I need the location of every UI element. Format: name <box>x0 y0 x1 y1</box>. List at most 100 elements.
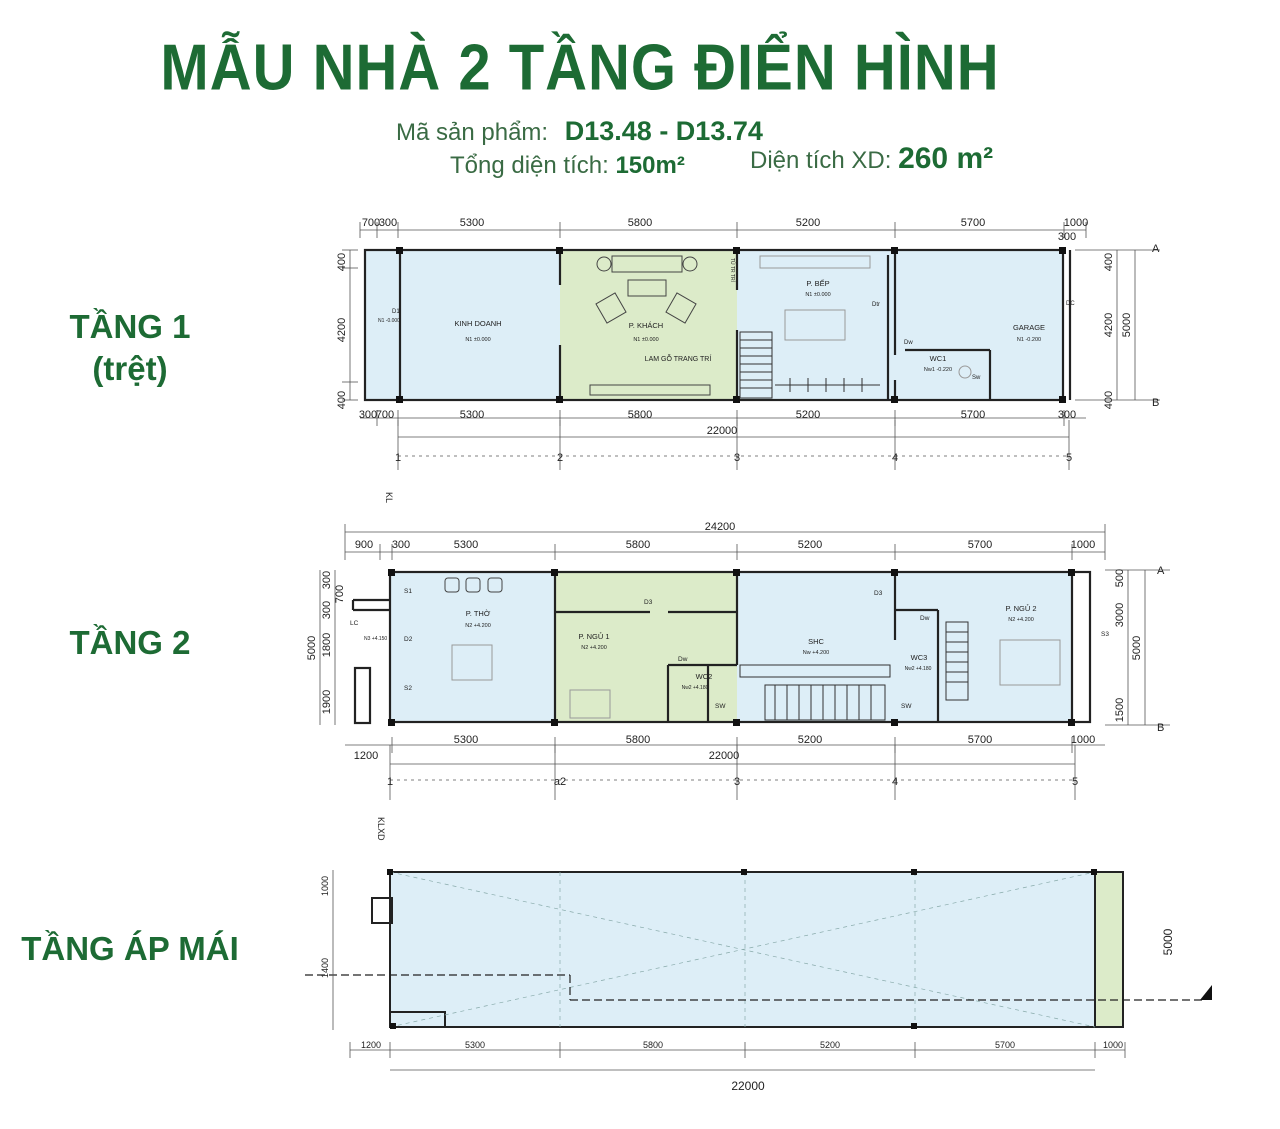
floor2-plan: 24200 900 300 5300 5800 5200 5700 1000 5… <box>306 521 1170 841</box>
f1-room-garage-tag: N1 -0.200 <box>1017 337 1041 343</box>
floor2-room-p-ngu-1 <box>555 572 737 722</box>
roof-bot-dim-4: 5700 <box>995 1040 1015 1050</box>
f2-s1: S1 <box>404 588 412 595</box>
f2-left-dim-1: 700 <box>334 585 346 603</box>
f2-d2: D2 <box>404 636 413 643</box>
f2-row-axis-a: A <box>1157 565 1165 577</box>
f2-top-total: 24200 <box>705 521 736 533</box>
f2-bot-dim-2: 5200 <box>798 734 822 746</box>
floor1-kitchen-furniture <box>759 255 972 379</box>
build-area: 260 m² <box>898 142 994 175</box>
f1-lam-go: LAM GỖ TRANG TRÍ <box>645 354 712 363</box>
f1-right-dim-2: 400 <box>1103 391 1115 409</box>
floor1-label-line1: TẦNG 1 <box>69 308 191 345</box>
roof-bot-dim-5: 1000 <box>1103 1040 1123 1050</box>
floor1-room-kinh-doanh <box>400 250 560 400</box>
f2-room-wc2-tag: Nw2 +4.180 <box>682 685 709 691</box>
f1-n1: N1 -0.000 <box>378 318 400 324</box>
f2-axis-a2: a2 <box>554 776 566 788</box>
f2-lc: LC <box>350 620 359 627</box>
f1-bot-dim-2: 5300 <box>460 409 484 421</box>
total-area-label: Tổng diện tích: <box>450 152 609 179</box>
f2-left-dim-2: 300 <box>321 601 333 619</box>
f1-top-extra: 300 <box>1058 231 1076 243</box>
floor1-stairs <box>739 331 880 399</box>
f2-row-axis-b: B <box>1157 722 1164 734</box>
f2-top-dim-6: 1000 <box>1071 539 1095 551</box>
f1-dc: DC <box>1066 301 1075 307</box>
f2-right-dim-1: 3000 <box>1114 603 1126 627</box>
f1-room-p-khach-name: P. KHÁCH <box>629 321 663 330</box>
f2-dw-1: Dw <box>678 656 688 663</box>
f1-kl: KL <box>384 492 394 503</box>
f2-room-p-ngu1-tag: N2 +4.200 <box>581 645 607 651</box>
f2-right-dim-0: 500 <box>1114 569 1126 587</box>
floor1-label-line2: (trệt) <box>92 350 168 387</box>
floor1-walls <box>363 248 1072 402</box>
floor2-columns <box>388 569 1075 726</box>
f1-dtr: Dtr <box>872 302 880 308</box>
f2-room-p-ngu2-tag: N2 +4.200 <box>1008 617 1034 623</box>
floor1-living-furniture <box>589 255 711 396</box>
floor1-room-p-khach <box>560 250 737 400</box>
f2-left-total: 5000 <box>306 636 318 660</box>
f2-bot-left: 1200 <box>354 750 378 762</box>
roof-green-strip <box>1095 872 1123 1027</box>
total-area-row: Tổng diện tích: 150m² <box>450 152 685 180</box>
f2-s3: S3 <box>1101 631 1109 638</box>
f1-bot-dim-5: 5700 <box>961 409 985 421</box>
total-area: 150m² <box>615 152 685 179</box>
f1-axis-1: 1 <box>395 452 401 464</box>
floor1-room-labels: KINH DOANH N1 ±0.000 P. KHÁCH N1 ±0.000 … <box>378 258 1075 381</box>
roof-dimension-lines <box>332 870 1126 1071</box>
f2-left-dim-3: 1800 <box>321 633 333 657</box>
f1-left-dim-1: 4200 <box>336 318 348 342</box>
floor1-label: TẦNG 1 (trệt) <box>0 306 260 390</box>
floor2-dimension-text: 24200 900 300 5300 5800 5200 5700 1000 5… <box>306 521 1143 762</box>
floor1-dimension-text: 700 300 5300 5800 5200 5700 1000 300 300… <box>336 217 1133 437</box>
f1-axis-4: 4 <box>892 452 898 464</box>
f2-left-dim-0: 300 <box>321 571 333 589</box>
roof-left-dim-0: 1000 <box>320 876 330 896</box>
f1-top-dim-0: 700 <box>362 217 380 229</box>
f2-room-wc3-tag: Nw2 +4.180 <box>905 666 932 672</box>
product-code-label: Mã sản phẩm: <box>396 119 549 146</box>
f2-axis-1: 1 <box>387 776 393 788</box>
f1-dw: Dw <box>904 340 913 346</box>
f2-top-dim-2: 5300 <box>454 539 478 551</box>
floor2-room-p-tho <box>390 572 555 722</box>
f2-axis-3: 3 <box>734 776 740 788</box>
f1-left-dim-2: 400 <box>336 391 348 409</box>
f2-dw-2: Dw <box>920 615 930 622</box>
f1-row-axis-a: A <box>1152 243 1160 255</box>
floor1-axis-labels: 1 2 3 4 5 A B KL <box>384 243 1160 503</box>
roof-bot-dim-1: 5300 <box>465 1040 485 1050</box>
floor2-axis-labels: 1 a2 3 4 5 A B KLXD <box>376 565 1165 841</box>
f1-bot-dim-3: 5800 <box>628 409 652 421</box>
build-area-row: Diện tích XD: 260 m² <box>750 142 993 176</box>
roof-bot-dim-3: 5200 <box>820 1040 840 1050</box>
f1-top-dim-1: 300 <box>379 217 397 229</box>
roof-section-arrow-icon <box>1200 985 1212 1000</box>
roof-bot-dim-0: 1200 <box>361 1040 381 1050</box>
f1-top-dim-3: 5800 <box>628 217 652 229</box>
f2-top-dim-5: 5700 <box>968 539 992 551</box>
f2-sw-2: SW <box>901 703 912 710</box>
f2-top-dim-1: 300 <box>392 539 410 551</box>
f1-bot-dim-0: 300 <box>359 409 377 421</box>
f1-axis-2: 2 <box>557 452 563 464</box>
f1-bot-dim-4: 5200 <box>796 409 820 421</box>
f2-d3-a: D3 <box>644 599 653 606</box>
f1-room-wc1-name: WC1 <box>930 354 947 363</box>
f2-d3-b: D3 <box>874 590 883 597</box>
floor2-label: TẦNG 2 <box>69 624 191 661</box>
floor1-room-garage <box>895 250 1063 400</box>
f2-left-dim-4: 1900 <box>321 690 333 714</box>
f2-axis-5: 5 <box>1072 776 1078 788</box>
f1-right-total: 5000 <box>1121 313 1133 337</box>
roof-columns <box>387 869 1097 1029</box>
f1-bot-dim-1: 700 <box>376 409 394 421</box>
f1-bot-dim-6: 300 <box>1058 409 1076 421</box>
f1-room-garage-name: GARAGE <box>1013 323 1045 332</box>
